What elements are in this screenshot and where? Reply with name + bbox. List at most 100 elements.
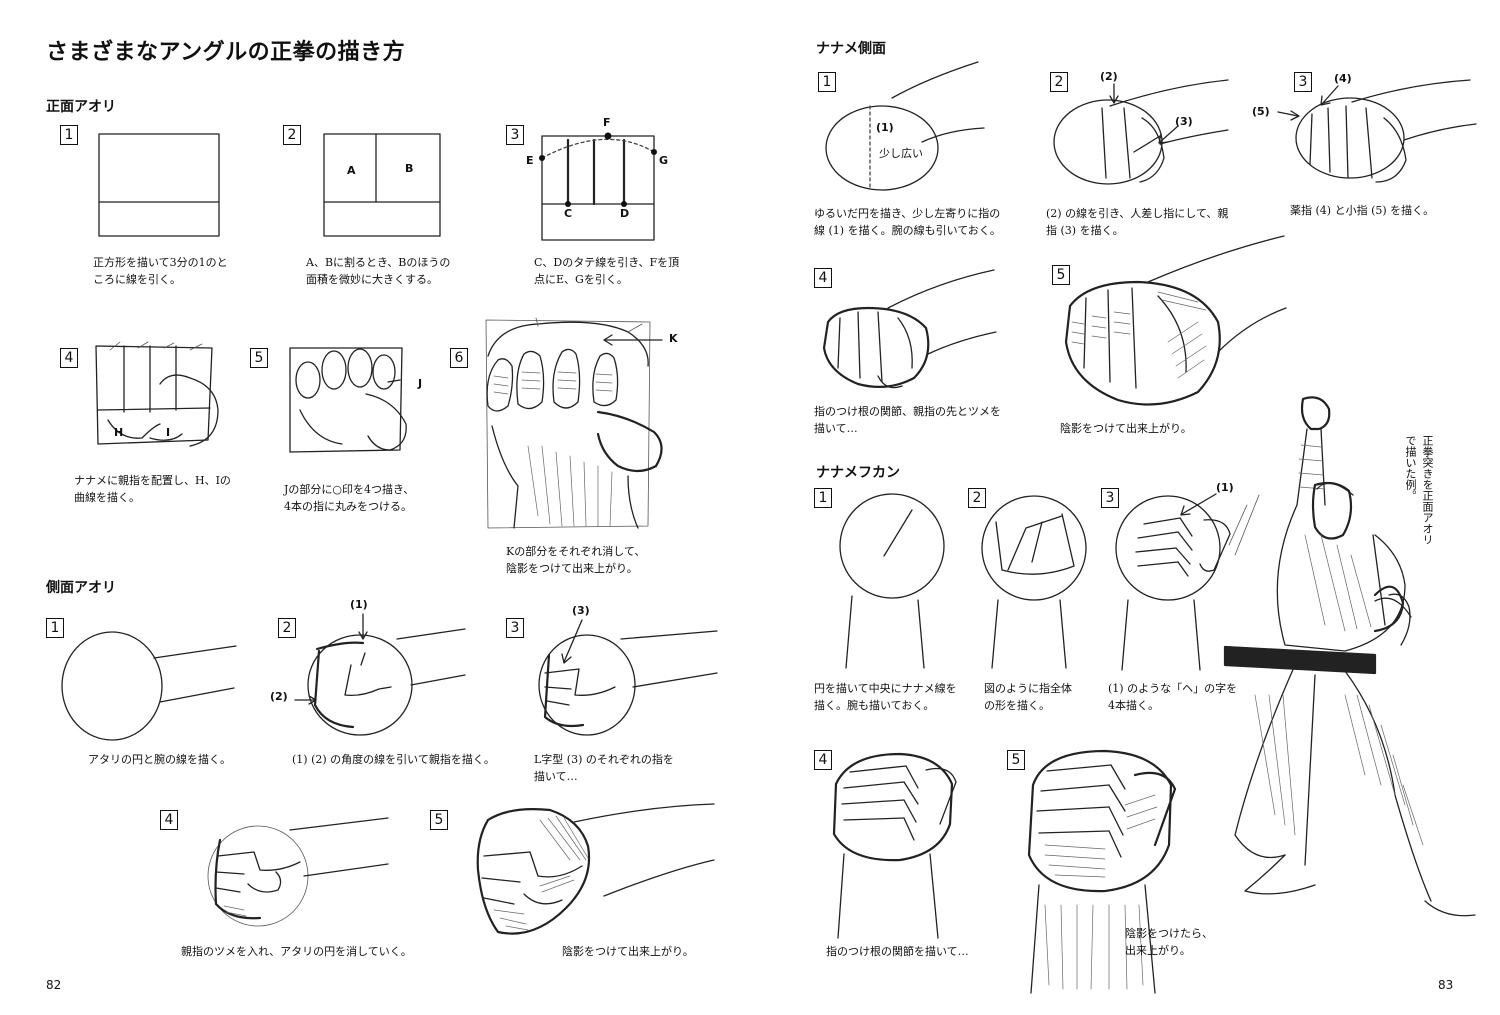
arrow-right xyxy=(1277,110,1300,121)
caption: 指のつけ根の関節、親指の先とツメを 描いて… xyxy=(814,405,1001,435)
sketch-top-finished xyxy=(1027,749,1177,994)
arrow-diag xyxy=(1158,125,1179,144)
caption: 円を描いて中央にナナメ線を 描く。腕も描いておく。 xyxy=(814,682,957,712)
arrow-to-k xyxy=(603,334,663,346)
karate-figure-illustration xyxy=(1223,396,1476,917)
caption: 陰影をつけて出来上がり。 xyxy=(562,945,694,958)
caption: C、Dのタテ線を引き、Fを頂 点にE、Gを引く。 xyxy=(534,256,680,286)
sketch-oblique-index-thumb xyxy=(1053,79,1229,185)
caption: ゆるいだ円を描き、少し左寄りに指の 線 (1) を描く。腕の線も引いておく。 xyxy=(814,207,1001,237)
label-slightly-wide: 少し広い xyxy=(879,147,923,160)
label-e: E xyxy=(526,154,534,167)
sketch-square-ab-split xyxy=(323,133,441,237)
label-2: (2) xyxy=(270,690,288,703)
label-4: (4) xyxy=(1334,72,1352,85)
label-d: D xyxy=(620,207,630,220)
caption: 陰影をつけて出来上がり。 xyxy=(1060,422,1192,435)
label-g: G xyxy=(659,154,669,167)
label-h: H xyxy=(114,426,124,439)
section-heading-front-aori: 正面アオリ xyxy=(46,99,116,115)
caption: A、Bに割るとき、Bのほうの 面積を微妙に大きくする。 xyxy=(306,256,451,286)
step-number: 5 xyxy=(1052,265,1070,285)
section-heading-naname-side: ナナメ側面 xyxy=(816,41,886,57)
label-a: A xyxy=(347,164,356,177)
arrow-diag xyxy=(561,619,583,664)
step-number: 6 xyxy=(450,348,468,368)
step-number: 1 xyxy=(46,618,64,638)
page-number-right: 83 xyxy=(1438,978,1454,992)
step-number: 2 xyxy=(968,488,986,508)
sketch-side-thumb-angles xyxy=(307,628,466,736)
caption: 正方形を描いて3分の1のと ころに線を引く。 xyxy=(93,256,228,286)
step-number: 4 xyxy=(60,348,78,368)
page-title: さまざまなアングルの正拳の描き方 xyxy=(46,40,406,65)
arrow-diag xyxy=(1180,493,1217,516)
label-b: B xyxy=(405,162,414,175)
step-number: 2 xyxy=(278,618,296,638)
caption: L字型 (3) のそれぞれの指を 描いて… xyxy=(534,753,674,783)
caption: (2) の線を引き、人差し指にして、親 指 (3) を描く。 xyxy=(1046,207,1229,237)
caption: 薬指 (4) と小指 (5) を描く。 xyxy=(1290,204,1435,217)
caption: Jの部分に○印を4つ描き、 4本の指に丸みをつける。 xyxy=(284,483,415,513)
sketch-oblique-ellipse xyxy=(825,61,985,191)
sketch-fist-thumb-placement xyxy=(95,341,219,447)
label-2: (2) xyxy=(1100,70,1118,83)
step-number: 4 xyxy=(814,268,832,288)
label-j: J xyxy=(418,377,423,390)
step-number: 5 xyxy=(430,810,448,830)
arrow-down xyxy=(1109,83,1119,104)
caption: 陰影をつけたら、 出来上がり。 xyxy=(1125,927,1213,957)
arrow-diag xyxy=(1320,85,1339,106)
sketch-square-efg-arc xyxy=(539,132,657,241)
label-i: I xyxy=(166,426,171,439)
sketch-top-he-strokes xyxy=(1115,495,1231,671)
page-number-left: 82 xyxy=(46,978,62,992)
arrow-right xyxy=(294,695,317,705)
sketch-side-thumbnail xyxy=(207,817,389,927)
sketch-fist-knuckle-circles xyxy=(289,347,407,453)
caption: アタリの円と腕の線を描く。 xyxy=(88,753,231,766)
caption: Kの部分をそれぞれ消して、 陰影をつけて出来上がり。 xyxy=(506,545,646,575)
label-k: K xyxy=(669,332,678,345)
step-number: 2 xyxy=(283,125,301,145)
step-number: 3 xyxy=(506,125,524,145)
step-number: 1 xyxy=(814,488,832,508)
sketch-side-finished xyxy=(476,803,715,935)
label-5: (5) xyxy=(1252,105,1270,118)
arrow-down xyxy=(358,613,368,640)
step-number: 1 xyxy=(818,72,836,92)
step-number: 3 xyxy=(1101,488,1119,508)
label-3: (3) xyxy=(1175,115,1193,128)
label-1: (1) xyxy=(1216,481,1234,494)
sketch-top-joints xyxy=(832,752,957,939)
label-1: (1) xyxy=(876,121,894,134)
step-number: 1 xyxy=(60,125,78,145)
step-number: 4 xyxy=(160,810,178,830)
sketch-fist-front-finished xyxy=(485,317,663,529)
step-number: 2 xyxy=(1050,72,1068,92)
figure-note: 正拳突きを正面アオリ で描いた例。 xyxy=(1404,435,1434,545)
caption: (1) (2) の角度の線を引いて親指を描く。 xyxy=(292,753,495,766)
label-1: (1) xyxy=(350,598,368,611)
sketch-oblique-ring-little xyxy=(1295,79,1477,183)
sketch-top-circle-arm xyxy=(839,493,945,669)
caption: 図のように指全体 の形を描く。 xyxy=(984,682,1072,712)
step-number: 4 xyxy=(814,750,832,770)
caption: (1) のような「ヘ」の字を 4本描く。 xyxy=(1108,682,1238,712)
label-3: (3) xyxy=(572,604,590,617)
sketch-oblique-finished xyxy=(1064,235,1287,406)
label-f: F xyxy=(603,116,611,129)
sketch-top-finger-mass xyxy=(981,495,1087,669)
sketch-side-l-fingers xyxy=(538,630,718,736)
sketch-oblique-joints xyxy=(822,269,997,389)
sketch-side-circle-arm xyxy=(61,631,237,741)
sketch-square-guide xyxy=(98,133,220,237)
caption: 指のつけ根の関節を描いて… xyxy=(826,945,969,958)
section-heading-naname-fukan: ナナメフカン xyxy=(816,465,900,481)
section-heading-side-aori: 側面アオリ xyxy=(46,580,116,596)
label-c: C xyxy=(564,207,573,220)
step-number: 3 xyxy=(506,618,524,638)
step-number: 5 xyxy=(250,348,268,368)
caption: 親指のツメを入れ、アタリの円を消していく。 xyxy=(181,945,412,958)
